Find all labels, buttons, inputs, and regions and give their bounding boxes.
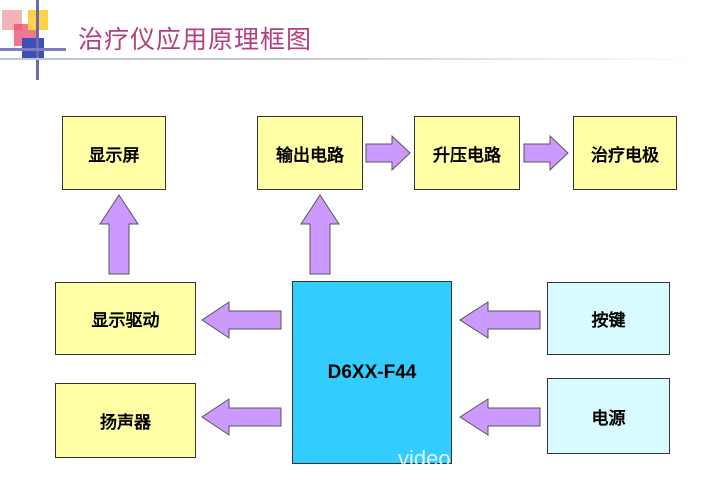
arrow-boost-to-electrode — [523, 134, 569, 172]
keys-block: 按键 — [547, 282, 670, 355]
slide-logo — [0, 0, 66, 80]
speaker-block: 扬声器 — [55, 383, 196, 458]
output-circuit-block: 输出电路 — [257, 116, 363, 190]
arrow-mcu-to-speaker — [201, 398, 282, 436]
power-block: 电源 — [547, 378, 670, 454]
watermark: video — [398, 446, 451, 471]
title-divider — [0, 58, 702, 60]
arrow-output-to-boost — [365, 134, 411, 172]
page-title: 治疗仪应用原理框图 — [78, 25, 313, 54]
arrow-power-to-mcu — [459, 398, 541, 436]
mcu-block: D6XX-F44 — [292, 281, 452, 464]
arrow-driver-to-display — [99, 194, 139, 275]
boost-circuit-block: 升压电路 — [414, 116, 520, 190]
display-block: 显示屏 — [62, 116, 166, 190]
electrode-block: 治疗电极 — [573, 116, 677, 190]
arrow-mcu-to-driver — [201, 301, 282, 339]
arrow-keys-to-mcu — [459, 301, 541, 339]
display-driver-block: 显示驱动 — [55, 282, 196, 355]
arrow-mcu-to-output — [300, 194, 340, 275]
